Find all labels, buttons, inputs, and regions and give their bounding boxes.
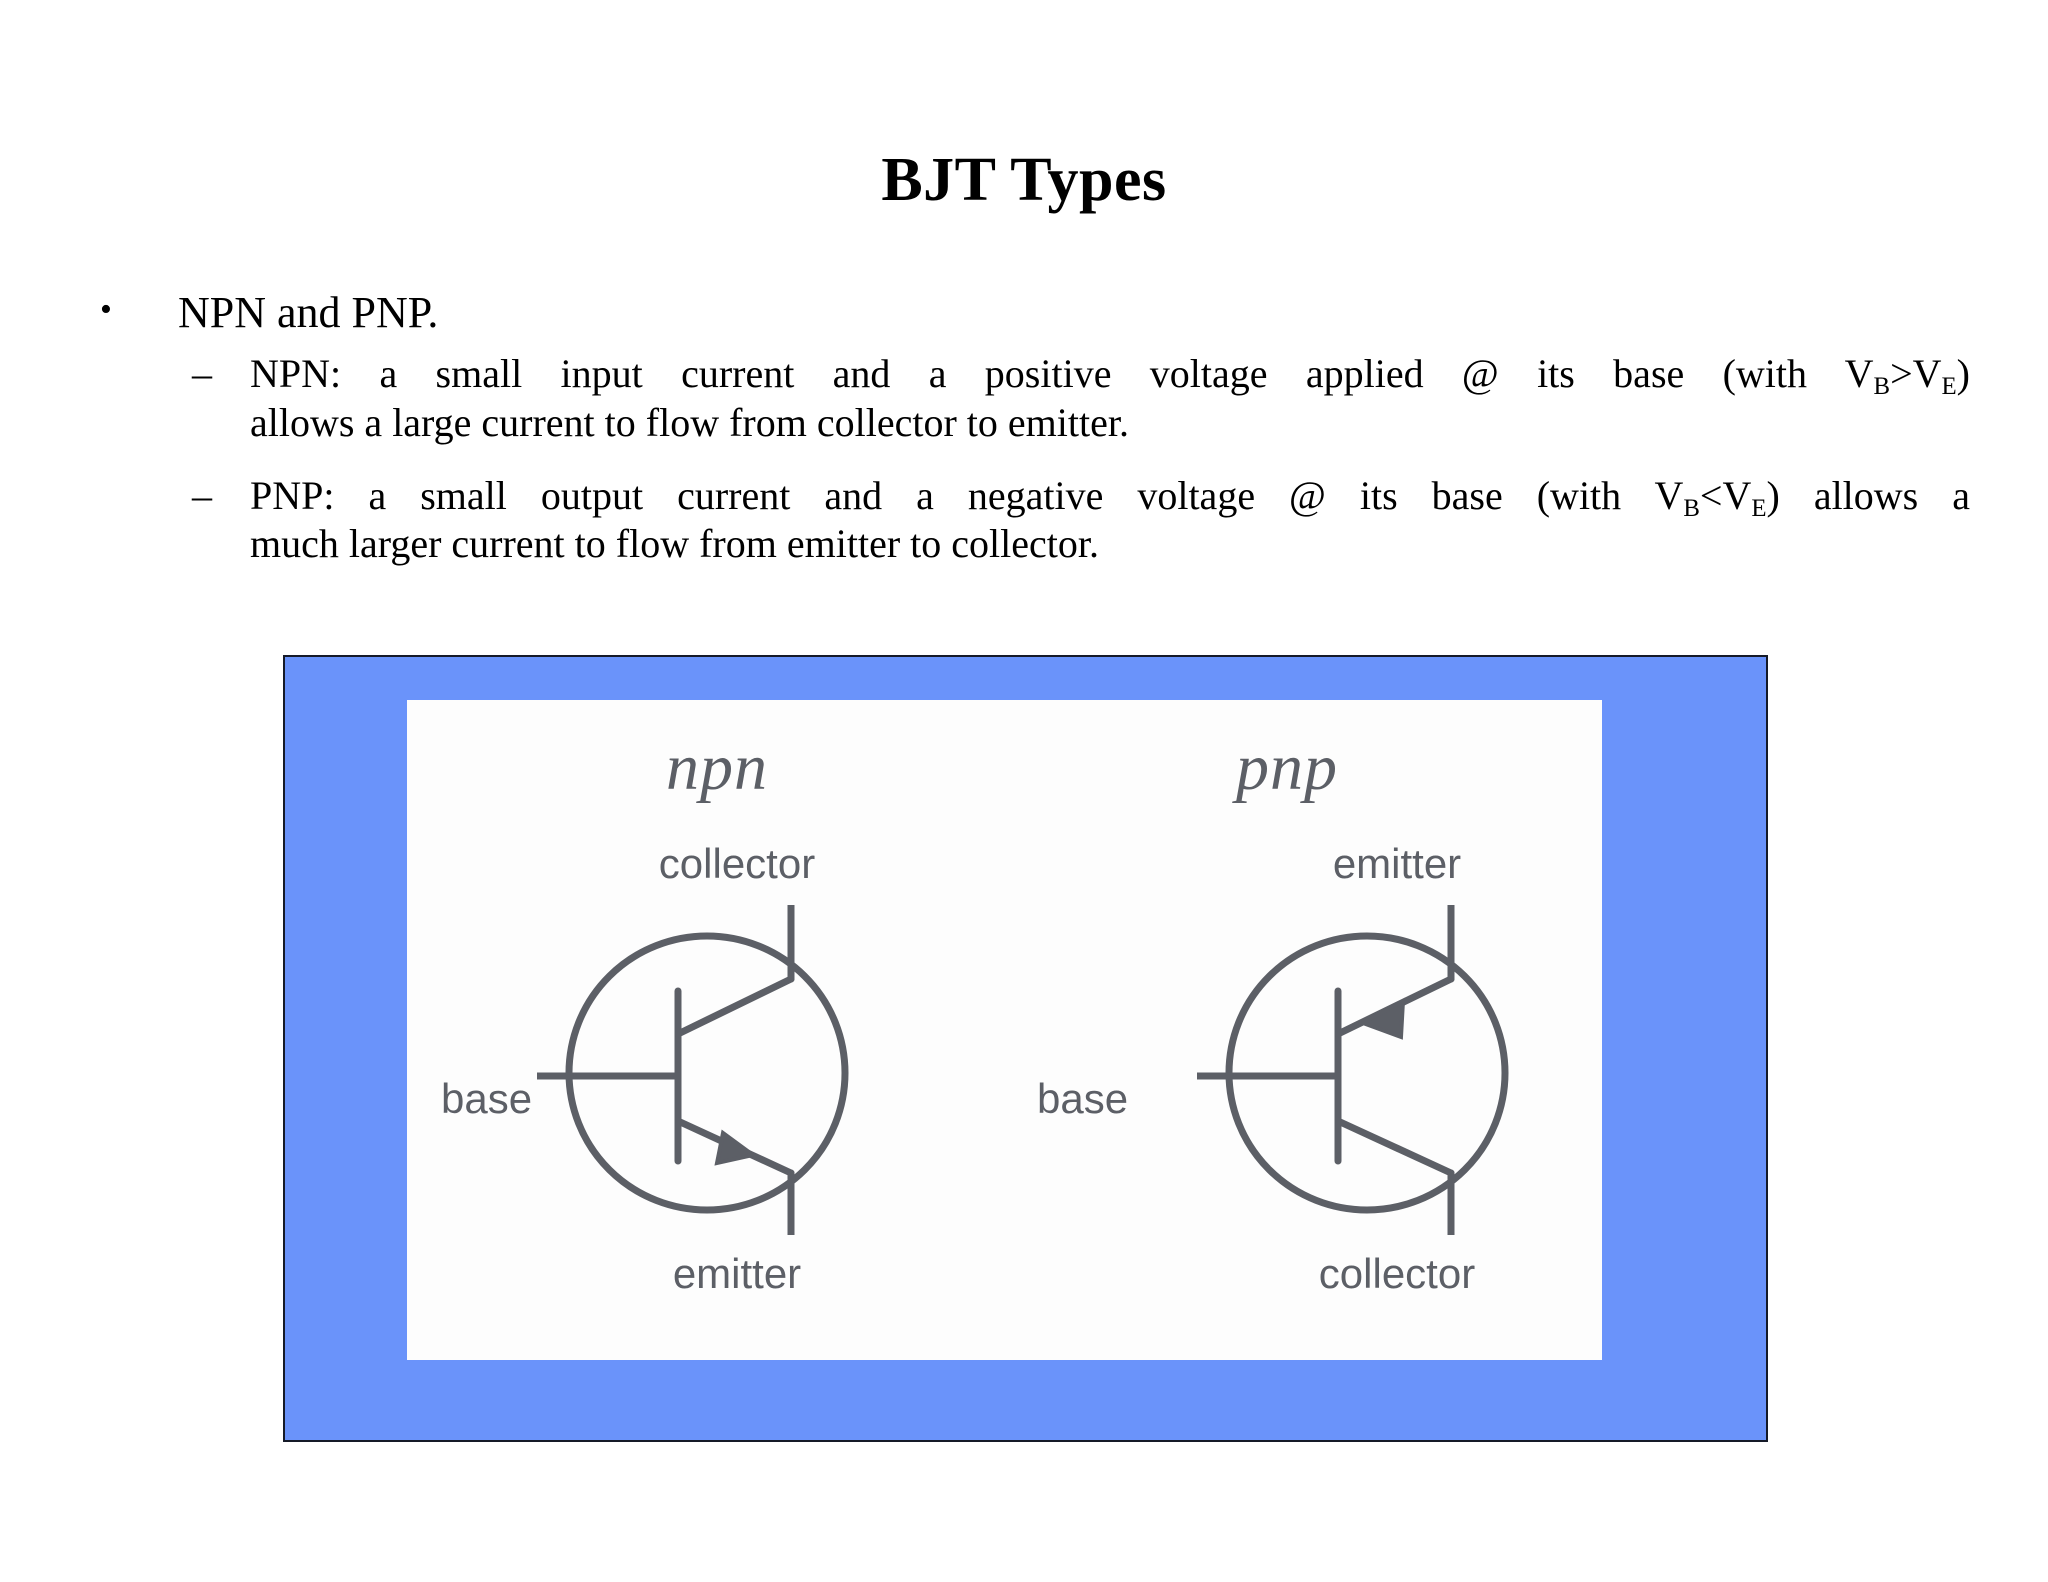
pnp-subscript-e1: E xyxy=(1751,494,1767,522)
npn-base-label: base xyxy=(441,1075,533,1122)
bullet-marker-dot: • xyxy=(100,291,112,328)
pnp-emitter-arrow-icon xyxy=(1358,997,1406,1040)
sub-bullet-pnp-line1: PNP: a small output current and a negati… xyxy=(250,472,1970,521)
figure-frame: npn collector base emitter xyxy=(283,655,1768,1442)
sub-bullet-npn: – NPN: a small input current and a posit… xyxy=(192,350,1970,448)
bullet-marker-dash: – xyxy=(192,351,212,397)
page-title: BJT Types xyxy=(881,146,1167,214)
npn-line1-text-a: NPN: a small input current and a positiv… xyxy=(250,351,1874,397)
pnp-line1-text-b: <V xyxy=(1699,472,1752,518)
bullet-list: • NPN and PNP. – NPN: a small input curr… xyxy=(100,287,1980,569)
pnp-line1-text-a: PNP: a small output current and a negati… xyxy=(250,472,1684,518)
sub-bullet-npn-line2: allows a large current to flow from coll… xyxy=(250,399,1129,445)
npn-subscript-e1: E xyxy=(1941,372,1957,400)
npn-transistor-symbol xyxy=(537,905,849,1235)
figure-panel: npn collector base emitter xyxy=(407,700,1602,1360)
pnp-line1-text-c: ) allows a xyxy=(1766,472,1971,518)
sub-bullet-pnp: – PNP: a small output current and a nega… xyxy=(192,472,1970,570)
pnp-emitter-label: emitter xyxy=(1332,840,1462,887)
sub-bullet-pnp-line2: much larger current to flow from emitter… xyxy=(250,521,1099,567)
npn-emitter-label: emitter xyxy=(672,1250,802,1297)
npn-diagram: npn collector base emitter xyxy=(437,700,997,1360)
pnp-diagram: pnp emitter base collector xyxy=(1007,700,1567,1360)
pnp-type-label: pnp xyxy=(1236,731,1338,804)
npn-line1-text-c: ) xyxy=(1956,351,1970,397)
npn-emitter-arrow-icon xyxy=(714,1129,758,1166)
pnp-base-label: base xyxy=(1037,1075,1129,1122)
pnp-transistor-symbol xyxy=(1197,905,1509,1235)
npn-line1-text-b: >V xyxy=(1890,351,1942,397)
sub-bullet-npn-line1: NPN: a small input current and a positiv… xyxy=(250,350,1970,399)
bullet-level1: • NPN and PNP. xyxy=(100,287,1980,338)
npn-type-label: npn xyxy=(666,731,768,804)
pnp-subscript-b1: B xyxy=(1683,494,1700,522)
bullet-marker-dash: – xyxy=(192,472,212,518)
bullet-level1-text: NPN and PNP. xyxy=(178,288,439,337)
npn-collector-label: collector xyxy=(658,840,816,887)
npn-subscript-b1: B xyxy=(1873,372,1891,400)
pnp-collector-label: collector xyxy=(1318,1250,1476,1297)
sub-bullet-list: – NPN: a small input current and a posit… xyxy=(100,350,1980,569)
